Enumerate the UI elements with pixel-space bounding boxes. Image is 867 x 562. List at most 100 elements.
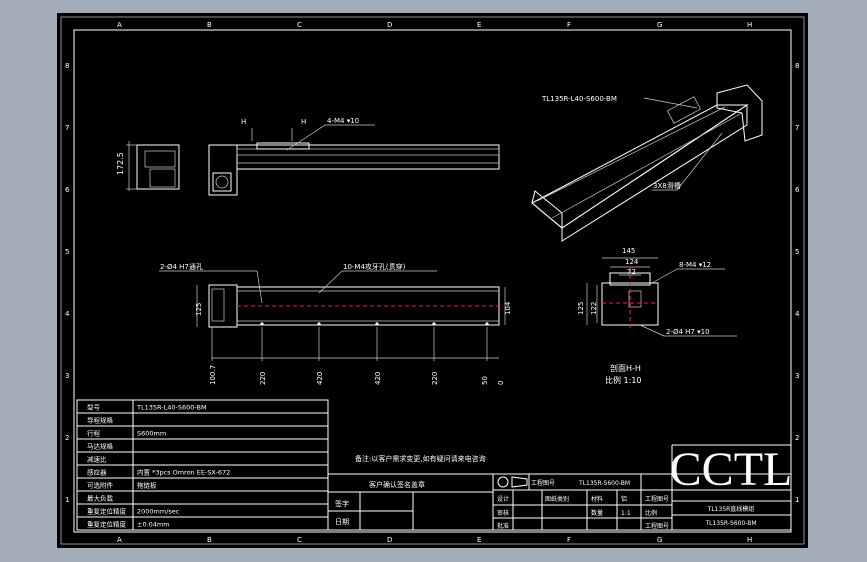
end-view: 172.5 — [116, 141, 180, 191]
spec-label: 最大负载 — [87, 494, 114, 503]
grid-label-type: 图纸类别 — [545, 495, 569, 503]
zone-number-right: 2 — [795, 434, 799, 442]
plan-holes-top: 10-M4攻牙孔(贯穿) — [343, 262, 406, 271]
material-value: 铝 — [621, 495, 627, 503]
side-callout: 4-M4 ▾10 — [327, 117, 359, 125]
plan-dim-right: 104 — [504, 301, 512, 315]
zone-number-left: 3 — [65, 372, 69, 380]
plan-dim-left: 125 — [195, 303, 203, 316]
drawing-canvas: A B C D E F G H A B C D E F G H 8 7 6 5 4 3 2 1 8 7 6 5 4 3 2 1 172.… — [60, 16, 805, 545]
zone-number-left: 4 — [65, 310, 70, 318]
grid-label-check: 审核 — [497, 509, 509, 517]
zone-number-left: 7 — [65, 124, 69, 132]
side-view: H H 4-M4 ▾10 — [208, 117, 500, 196]
zone-number-left: 1 — [65, 496, 69, 504]
plan-dim-value: 420 — [374, 372, 382, 385]
spec-label: 重复定位精度 — [87, 520, 127, 529]
zone-letter-top: A — [117, 21, 122, 29]
grid-label-drawing-2: 工程图号 — [645, 522, 669, 530]
zone-numbers-left: 8 7 6 5 4 3 2 1 — [65, 62, 70, 504]
spec-value: 内置 *3pcs Omron EE-SX-672 — [137, 468, 230, 477]
zone-letter-top: H — [747, 21, 752, 29]
zone-letter-top: C — [297, 21, 302, 29]
spec-label: 感应器 — [87, 468, 107, 477]
plan-dim-value: 100.7 — [209, 365, 217, 385]
plan-dim-value: 50 — [481, 376, 489, 385]
inner-frame — [73, 29, 792, 533]
model-label: 工程图号 — [531, 479, 555, 487]
zone-number-left: 2 — [65, 434, 69, 442]
spec-value: ±0.04mm — [137, 521, 170, 529]
section-dim-145: 145 — [622, 247, 635, 255]
confirm-box: 客户确认签名盖章 签字 日期 — [327, 473, 494, 531]
spec-label: 行程 — [87, 429, 101, 438]
grid-label-drawing: 工程图号 — [645, 495, 669, 503]
product-name: TL135R直线模组 — [707, 505, 755, 513]
zone-letter-top: D — [387, 21, 392, 29]
zone-letter-bottom: E — [477, 536, 481, 544]
date-label: 日期 — [335, 518, 349, 526]
zone-letter-top: E — [477, 21, 481, 29]
zone-letter-top: B — [207, 21, 212, 29]
iso-label: TL135R-L40-S600-BM — [541, 95, 617, 103]
zone-number-left: 5 — [65, 248, 69, 256]
zone-number-right: 3 — [795, 372, 799, 380]
zone-letter-bottom: A — [117, 536, 122, 544]
iso-callout: 3X8滑槽 — [653, 181, 681, 190]
zone-letters-top: A B C D E F G H — [117, 21, 752, 29]
section-scale: 比例 1:10 — [605, 375, 642, 385]
plan-dim-value: 220 — [259, 372, 267, 385]
plan-view: 2-Ø4 H7通孔 10-M4攻牙孔(贯穿) 125 104 100.7 220 4… — [159, 262, 512, 385]
section-dim-122: 122 — [590, 302, 598, 315]
spec-label: 型号 — [87, 403, 101, 412]
plan-dim-value: 220 — [431, 372, 439, 385]
plan-holes-left: 2-Ø4 H7通孔 — [160, 262, 203, 271]
spec-label: 重复定位精度 — [87, 507, 127, 516]
zone-letter-top: G — [657, 21, 662, 29]
projection-symbol-icon — [497, 476, 509, 488]
section-dim-124: 124 — [625, 258, 639, 266]
spec-value: S600mm — [137, 430, 166, 438]
spec-label: 可选附件 — [87, 481, 114, 490]
zone-number-right: 1 — [795, 496, 799, 504]
spec-label: 马达规格 — [87, 442, 114, 451]
confirm-title: 客户确认签名盖章 — [369, 480, 425, 489]
grid-label-qty: 数量 — [591, 509, 603, 517]
drawing-number: TL135R-S600-BM — [704, 520, 756, 527]
section-mark-right: H — [301, 118, 306, 126]
zone-number-right: 7 — [795, 124, 799, 132]
isometric-view: TL135R-L40-S600-BM 3X8滑槽 — [531, 84, 763, 242]
sign-label: 签字 — [335, 499, 349, 508]
qty-value: 1:1 — [621, 510, 631, 517]
spec-value: 2000mm/sec — [137, 508, 180, 516]
outer-frame — [60, 16, 805, 545]
zone-letter-bottom: D — [387, 536, 392, 544]
side-height-dim: 172.5 — [116, 152, 125, 175]
drawing-sheet: A B C D E F G H A B C D E F G H 8 7 6 5 4 3 2 1 8 7 6 5 4 3 2 1 172.… — [57, 13, 808, 548]
company-logo: CCTL — [670, 443, 793, 496]
zone-letter-bottom: G — [657, 536, 662, 544]
zone-letter-bottom: B — [207, 536, 212, 544]
model-value: TL135R-S600-BM — [578, 480, 630, 487]
zone-number-left: 8 — [65, 62, 69, 70]
plan-dim-value: 420 — [316, 372, 324, 385]
grid-label-approve: 批准 — [497, 522, 509, 530]
zone-letter-top: F — [567, 21, 571, 29]
zone-number-right: 6 — [795, 186, 800, 194]
section-title: 剖面H-H — [610, 363, 641, 373]
title-block: 工程图号 TL135R-S600-BM 设计 审核 批准 图纸类别 材料 数量 … — [492, 443, 793, 531]
zone-number-right: 5 — [795, 248, 799, 256]
zone-number-left: 6 — [65, 186, 70, 194]
zone-letter-bottom: H — [747, 536, 752, 544]
zone-number-right: 8 — [795, 62, 799, 70]
grid-label-design: 设计 — [497, 495, 509, 503]
zone-number-right: 4 — [795, 310, 800, 318]
zone-numbers-right: 8 7 6 5 4 3 2 1 — [795, 62, 800, 504]
spec-value: 拖链板 — [137, 481, 157, 490]
section-callout-bottom: 2-Ø4 H7 ▾10 — [666, 328, 710, 336]
grid-label-scale: 比例 — [645, 509, 657, 517]
spec-value: TL135R-L40-S600-BM — [136, 404, 207, 412]
